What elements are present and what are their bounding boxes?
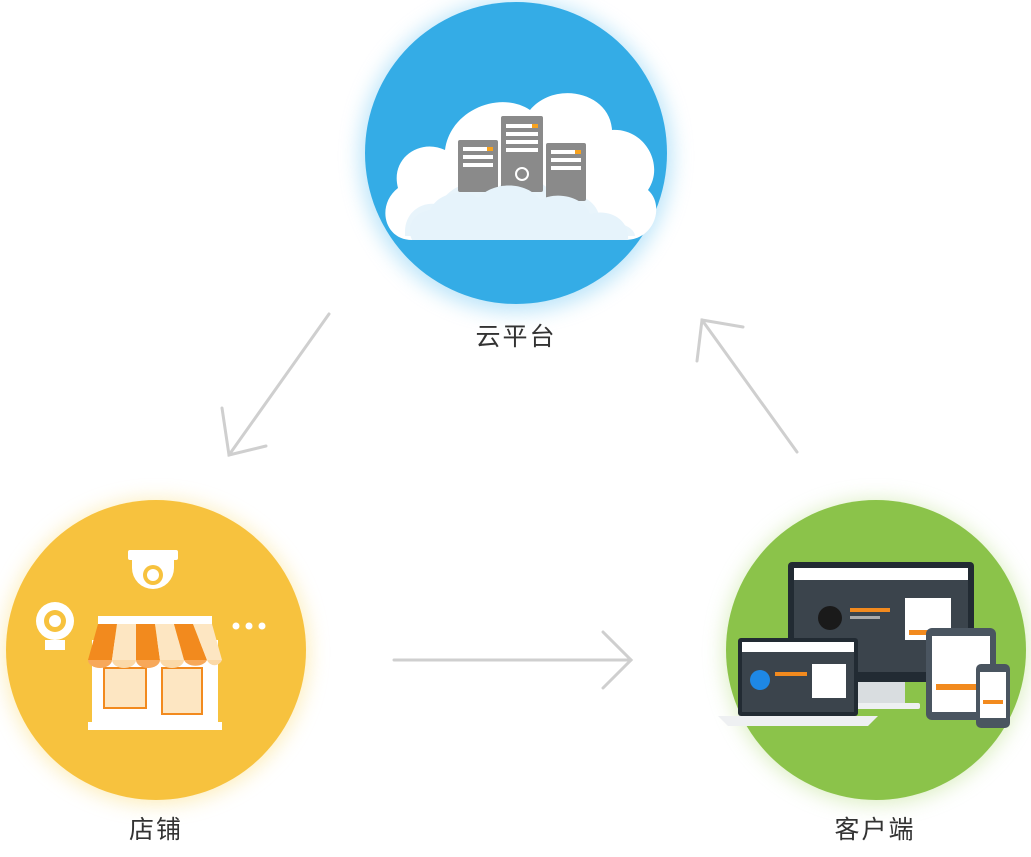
devices-icon <box>718 562 1010 728</box>
dome-camera-icon <box>128 550 178 589</box>
cloud-platform-label: 云平台 <box>475 322 557 351</box>
more-dots-icon <box>232 622 266 630</box>
cloud-server-icon <box>385 93 657 240</box>
webcam-icon <box>36 602 74 650</box>
store-node <box>4 500 308 804</box>
arrow-cloud-to-store <box>220 312 331 457</box>
client-label: 客户端 <box>834 815 916 844</box>
storefront-icon <box>88 616 222 730</box>
store-label: 店铺 <box>128 815 183 844</box>
arrow-store-to-client <box>392 630 634 690</box>
client-node <box>718 500 1028 804</box>
arrow-client-to-cloud <box>695 318 799 454</box>
cloud-platform-node <box>360 0 672 312</box>
